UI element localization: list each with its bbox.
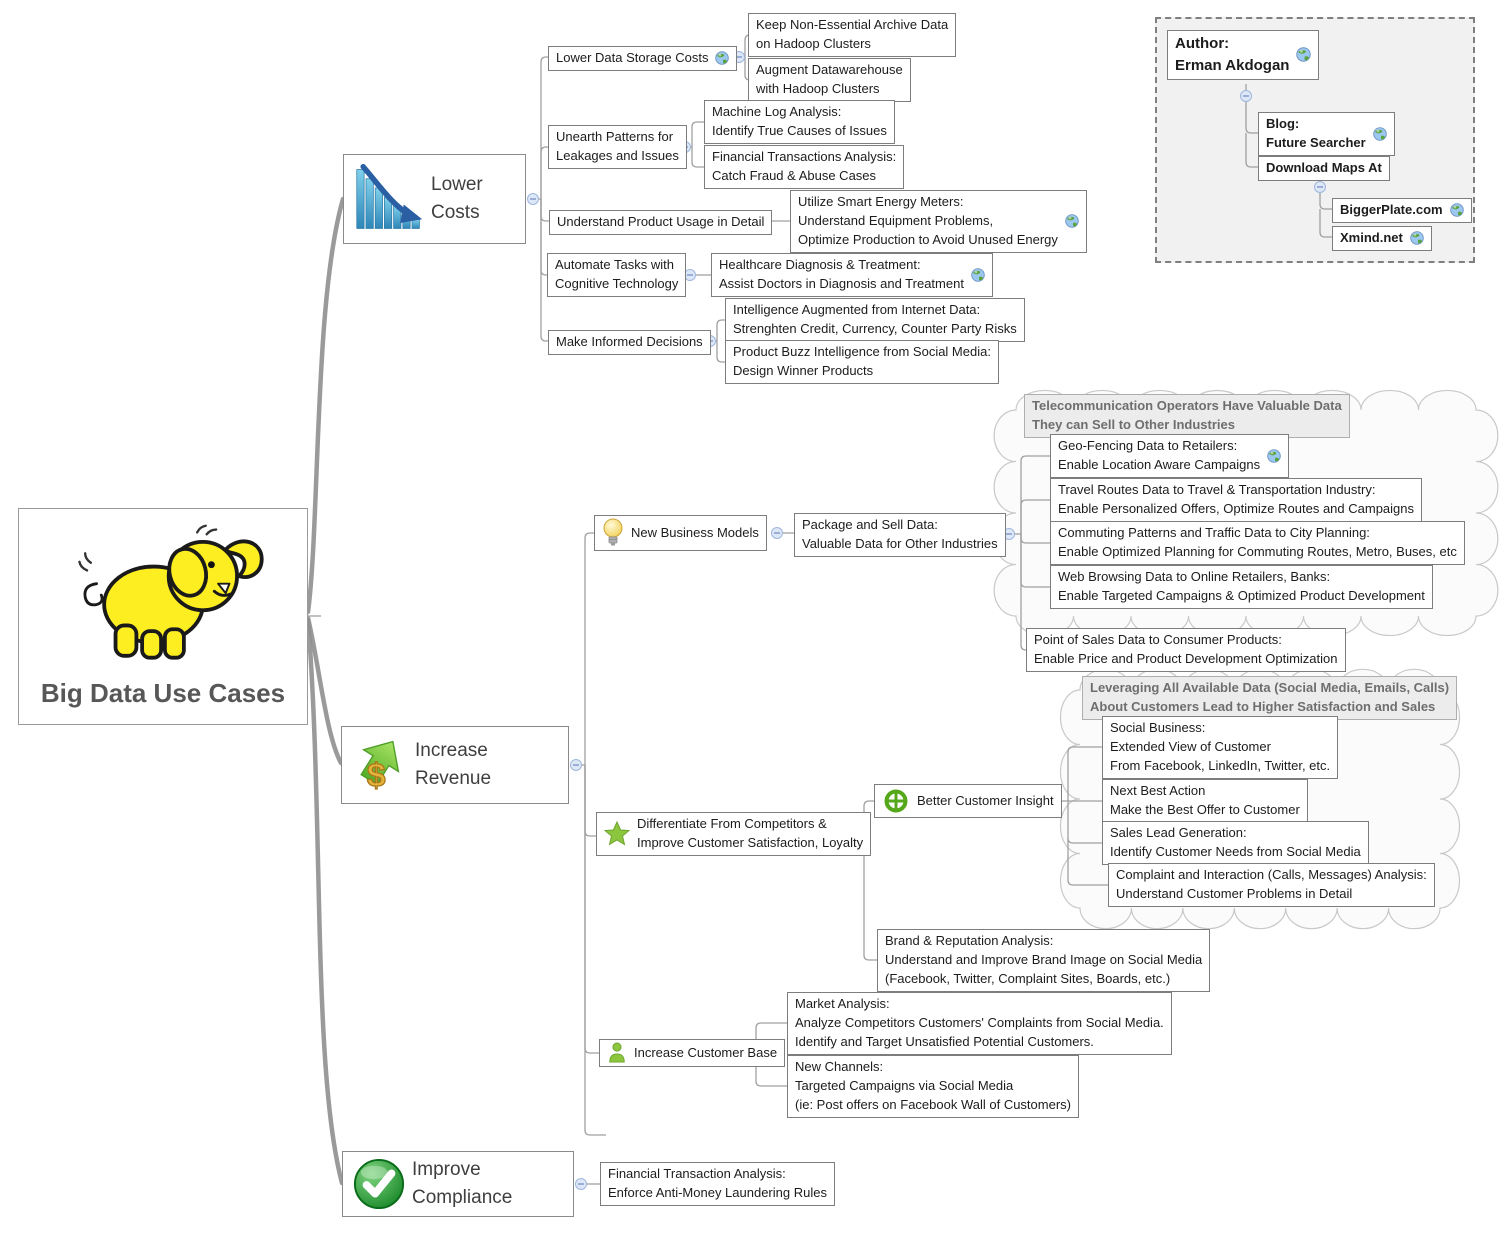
topic-geo-fencing[interactable]: Geo-Fencing Data to Retailers: Enable Lo…: [1050, 434, 1290, 478]
cloud-label-telecom: Telecommunication Operators Have Valuabl…: [1024, 394, 1350, 438]
collapse-toggle[interactable]: [1240, 90, 1252, 102]
cloud-label-leveraging: Leveraging All Available Data (Social Me…: [1082, 676, 1458, 720]
hyperlink-globe-icon[interactable]: [1449, 203, 1464, 218]
topic-make-informed-decisions[interactable]: Make Informed Decisions: [548, 330, 711, 355]
topic-financial-transaction-aml[interactable]: Financial Transaction Analysis: Enforce …: [600, 1162, 835, 1206]
root-topic[interactable]: Big Data Use Cases: [18, 508, 308, 725]
topic-new-channels[interactable]: New Channels: Targeted Campaigns via Soc…: [787, 1055, 1079, 1118]
topic-keep-archive-data[interactable]: Keep Non-Essential Archive Data on Hadoo…: [748, 13, 957, 57]
topic-complaint-interaction-analysis[interactable]: Complaint and Interaction (Calls, Messag…: [1108, 863, 1435, 907]
topic-increase-revenue[interactable]: $ Increase Revenue: [341, 726, 569, 804]
topic-web-browsing-data[interactable]: Web Browsing Data to Online Retailers, B…: [1050, 565, 1433, 609]
collapse-toggle[interactable]: [1003, 528, 1015, 540]
topic-new-business-models[interactable]: New Business Models: [594, 515, 767, 551]
main-branch-curves: [305, 196, 346, 1186]
hyperlink-globe-icon[interactable]: [1065, 214, 1079, 229]
lightbulb-icon: [602, 518, 624, 548]
topic-differentiate-from-competitors[interactable]: Differentiate From Competitors & Improve…: [596, 812, 872, 856]
download-maps-box[interactable]: Download Maps At: [1258, 156, 1390, 181]
hyperlink-globe-icon[interactable]: [1267, 449, 1281, 463]
topic-better-customer-insight[interactable]: Better Customer Insight: [874, 784, 1062, 818]
topic-intelligence-augmented[interactable]: Intelligence Augmented from Internet Dat…: [725, 298, 1025, 342]
hyperlink-globe-icon[interactable]: [1410, 231, 1424, 246]
topic-social-business[interactable]: Social Business: Extended View of Custom…: [1102, 716, 1339, 779]
svg-text:$: $: [367, 757, 386, 794]
collapse-toggle[interactable]: [527, 193, 539, 205]
branch-curve-lower-costs: [305, 196, 346, 615]
collapse-toggle[interactable]: [575, 1178, 587, 1190]
branch-curve-increase-revenue: [305, 615, 344, 766]
blog-box[interactable]: Blog: Future Searcher: [1258, 112, 1395, 156]
topic-sales-lead-generation[interactable]: Sales Lead Generation: Identify Customer…: [1102, 821, 1369, 865]
topic-label: Lower Costs: [431, 174, 483, 223]
map-title: Big Data Use Cases: [40, 677, 286, 708]
green-target-icon: [882, 787, 910, 815]
green-person-icon: [607, 1042, 627, 1064]
topic-point-of-sales-data[interactable]: Point of Sales Data to Consumer Products…: [1026, 628, 1346, 672]
topic-healthcare-diagnosis[interactable]: Healthcare Diagnosis & Treatment: Assist…: [711, 253, 993, 297]
topic-commuting-patterns-data[interactable]: Commuting Patterns and Traffic Data to C…: [1050, 521, 1465, 565]
topic-improve-compliance[interactable]: Improve Compliance: [342, 1151, 574, 1217]
topic-financial-transactions-analysis[interactable]: Financial Transactions Analysis: Catch F…: [704, 145, 905, 189]
hyperlink-globe-icon[interactable]: [1372, 127, 1387, 141]
branch-curve-improve-compliance: [305, 617, 345, 1186]
topic-smart-energy-meters[interactable]: Utilize Smart Energy Meters: Understand …: [790, 190, 1087, 253]
topic-augment-datawarehouse[interactable]: Augment Datawarehouse with Hadoop Cluste…: [748, 58, 911, 102]
hyperlink-globe-icon[interactable]: [1296, 47, 1312, 62]
site-biggerplate[interactable]: BiggerPlate.com: [1332, 198, 1472, 223]
topic-machine-log-analysis[interactable]: Machine Log Analysis: Identify True Caus…: [704, 100, 895, 144]
topic-brand-reputation-analysis[interactable]: Brand & Reputation Analysis: Understand …: [877, 929, 1211, 992]
green-check-icon: [353, 1158, 405, 1210]
topic-automate-tasks[interactable]: Automate Tasks with Cognitive Technology: [547, 253, 687, 297]
topic-unearth-patterns[interactable]: Unearth Patterns for Leakages and Issues: [548, 125, 687, 169]
hyperlink-globe-icon[interactable]: [971, 268, 985, 282]
hyperlink-globe-icon[interactable]: [715, 51, 730, 66]
topic-product-buzz-intelligence[interactable]: Product Buzz Intelligence from Social Me…: [725, 340, 999, 384]
topic-lower-costs[interactable]: Lower Costs: [343, 154, 526, 244]
collapse-toggle[interactable]: [570, 759, 582, 771]
topic-lower-data-storage-costs[interactable]: Lower Data Storage Costs: [548, 46, 738, 71]
topic-increase-customer-base[interactable]: Increase Customer Base: [599, 1039, 786, 1067]
topic-understand-product-usage[interactable]: Understand Product Usage in Detail: [549, 210, 773, 235]
topic-label: Increase Revenue: [415, 740, 492, 789]
collapse-toggle[interactable]: [1314, 181, 1326, 193]
hadoop-elephant-logo: [57, 521, 269, 671]
collapse-toggle[interactable]: [771, 527, 783, 539]
green-star-icon: [604, 820, 630, 847]
topic-label: Improve Compliance: [412, 1159, 513, 1208]
site-xmind[interactable]: Xmind.net: [1332, 226, 1432, 251]
sub-branch-connectors: [306, 34, 1332, 1185]
dollar-up-arrow-icon: $: [352, 736, 408, 794]
topic-next-best-action[interactable]: Next Best Action Make the Best Offer to …: [1102, 779, 1308, 823]
topic-market-analysis[interactable]: Market Analysis: Analyze Competitors Cus…: [787, 992, 1172, 1055]
declining-bar-chart-icon: [354, 162, 424, 236]
author-box[interactable]: Author: Erman Akdogan: [1167, 30, 1320, 80]
topic-travel-routes-data[interactable]: Travel Routes Data to Travel & Transport…: [1050, 478, 1423, 522]
topic-package-and-sell-data[interactable]: Package and Sell Data: Valuable Data for…: [794, 513, 1006, 557]
